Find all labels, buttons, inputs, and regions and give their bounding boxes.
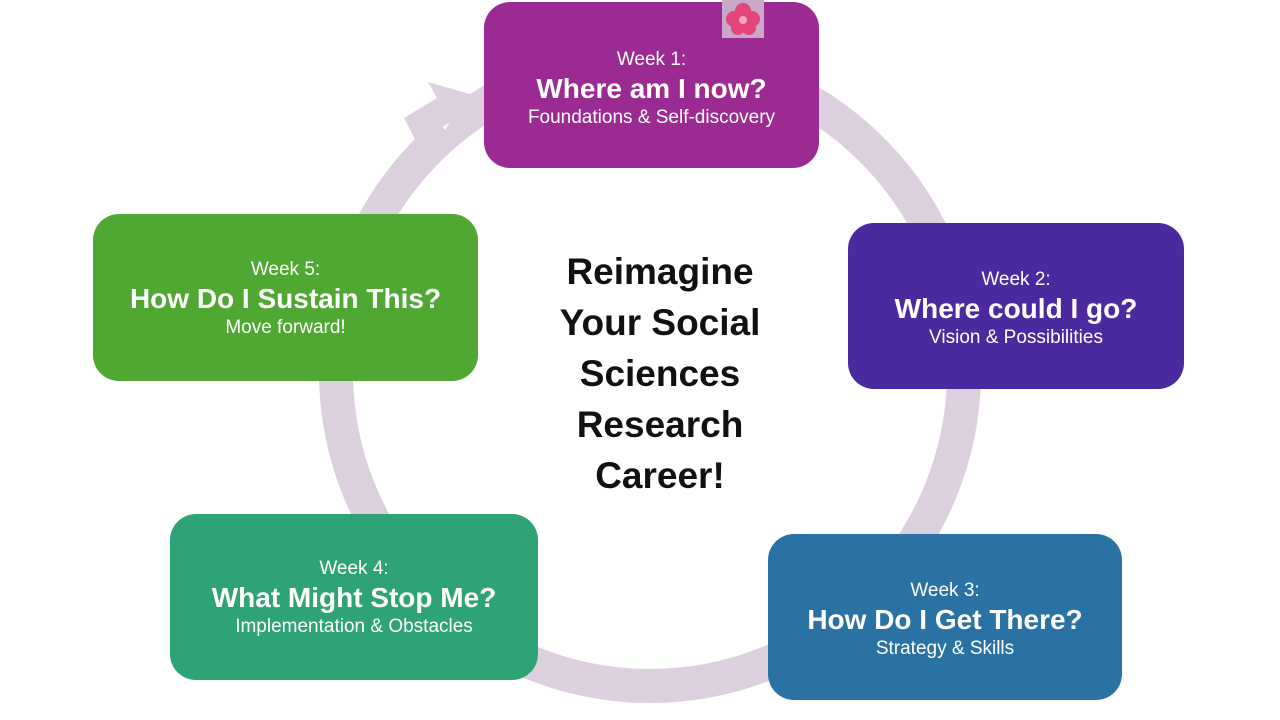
center-title: Reimagine Your Social Sciences Research …: [559, 251, 761, 496]
cycle-arrowhead: [404, 82, 473, 145]
week-3-box: Week 3: How Do I Get There? Strategy & S…: [768, 534, 1122, 700]
week-5-label: Week 5:: [250, 258, 321, 280]
week-3-label: Week 3:: [910, 580, 980, 601]
week-2-title: Where could I go?: [894, 293, 1138, 324]
week-1-box: Week 1: Where am I now? Foundations & Se…: [484, 2, 819, 168]
week-4-box: Week 4: What Might Stop Me? Implementati…: [170, 514, 538, 680]
week-2-subtitle: Vision & Possibilities: [929, 327, 1103, 348]
week-2-label: Week 2:: [981, 269, 1051, 290]
week-5-subtitle: Move forward!: [225, 316, 346, 338]
week-5-box: Week 5: How Do I Sustain This? Move forw…: [93, 214, 478, 381]
week-3-subtitle: Strategy & Skills: [875, 638, 1015, 659]
flower-icon: [722, 0, 764, 38]
week-1-subtitle: Foundations & Self-discovery: [527, 107, 776, 128]
week-4-subtitle: Implementation & Obstacles: [235, 616, 473, 637]
week-4-title: What Might Stop Me?: [211, 582, 497, 613]
week-4-label: Week 4:: [319, 558, 389, 579]
week-1-title: Where am I now?: [536, 73, 767, 104]
week-3-title: How Do I Get There?: [807, 604, 1083, 635]
week-2-box: Week 2: Where could I go? Vision & Possi…: [848, 223, 1184, 389]
week-1-label: Week 1:: [616, 49, 687, 70]
week-5-title: How Do I Sustain This?: [129, 282, 442, 314]
